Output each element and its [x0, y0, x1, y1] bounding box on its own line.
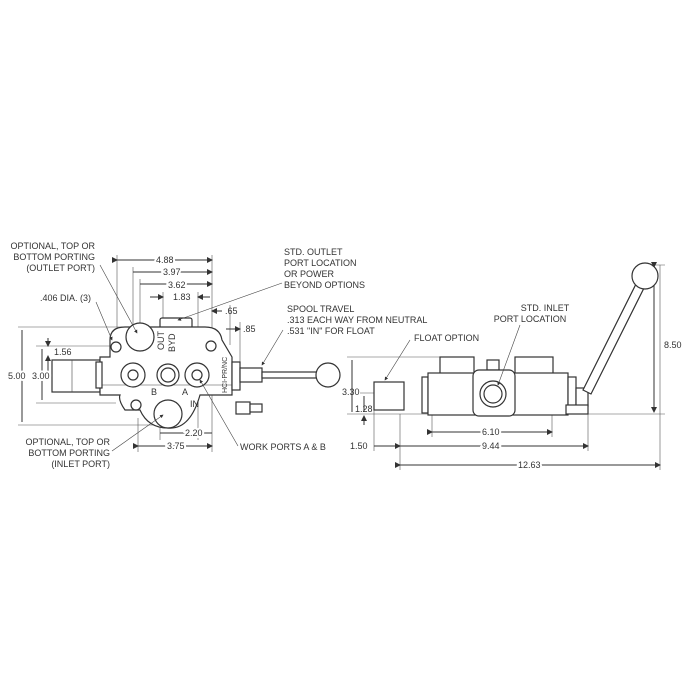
work-ports-label: WORK PORTS A & B — [240, 442, 326, 452]
port-label-out: OUT — [156, 331, 166, 351]
std-outlet-line2: PORT LOCATION — [284, 258, 357, 268]
dimension-values: 4.88 3.97 3.62 1.83 .65 .85 5.00 3.00 1.… — [6, 253, 256, 453]
front-view: OUT BYD HCI-PR/NC B A IN 4.88 3.97 3.62 … — [6, 241, 427, 469]
dim-4-88: 4.88 — [156, 255, 174, 265]
dim-0-85: .85 — [243, 324, 256, 334]
std-outlet-line1: STD. OUTLET — [284, 247, 343, 257]
dim-12-63: 12.63 — [518, 460, 541, 470]
spool-travel-line1: SPOOL TRAVEL — [287, 304, 354, 314]
port-label-in: IN — [190, 399, 199, 409]
hole-diameter-label: .406 DIA. (3) — [40, 293, 91, 303]
dim-3-75: 3.75 — [167, 441, 185, 451]
dim-3-30: 3.30 — [342, 387, 360, 397]
dim-3-97: 3.97 — [163, 267, 181, 277]
std-inlet-line2: PORT LOCATION — [494, 314, 567, 324]
port-label-a: A — [182, 387, 188, 397]
dim-5-00: 5.00 — [8, 371, 26, 381]
std-outlet-line3: OR POWER — [284, 269, 335, 279]
outlet-optional-line1: OPTIONAL, TOP OR — [10, 241, 95, 251]
dim-1-83: 1.83 — [173, 292, 191, 302]
std-inlet-line1: STD. INLET — [521, 303, 570, 313]
dim-1-50: 1.50 — [350, 441, 368, 451]
dimension-values-side: 8.50 3.30 1.28 1.50 6.10 9.44 12.63 — [342, 340, 682, 472]
dim-8-50: 8.50 — [664, 340, 682, 350]
spool-travel-line2: .313 EACH WAY FROM NEUTRAL — [287, 315, 427, 325]
port-label-byd: BYD — [167, 333, 177, 352]
extension-lines-side — [347, 264, 665, 470]
port-label-hci: HCI-PR/NC — [222, 357, 229, 393]
inlet-optional-line1: OPTIONAL, TOP OR — [25, 437, 110, 447]
float-option-label: FLOAT OPTION — [414, 333, 479, 343]
spool-travel-line3: .531 "IN" FOR FLOAT — [287, 326, 375, 336]
std-outlet-line4: BEYOND OPTIONS — [284, 280, 365, 290]
handle-side — [582, 262, 659, 395]
callouts-side: FLOAT OPTION STD. INLET PORT LOCATION — [384, 303, 570, 386]
dim-9-44: 9.44 — [482, 441, 500, 451]
dim-1-56: 1.56 — [54, 347, 72, 357]
port-label-b: B — [151, 387, 157, 397]
dim-3-00: 3.00 — [32, 371, 50, 381]
handle-front — [261, 362, 341, 388]
dimension-lines — [21, 257, 241, 449]
dim-1-28: 1.28 — [355, 404, 373, 414]
valve-body-side — [373, 356, 589, 417]
callouts-front: OPTIONAL, TOP OR BOTTOM PORTING (OUTLET … — [10, 241, 427, 469]
inlet-optional-line3: (INLET PORT) — [51, 459, 110, 469]
valve-body-front — [51, 317, 263, 429]
inlet-optional-line2: BOTTOM PORTING — [28, 448, 110, 458]
outlet-optional-line2: BOTTOM PORTING — [13, 252, 95, 262]
dim-0-65: .65 — [225, 306, 238, 316]
side-view: 8.50 3.30 1.28 1.50 6.10 9.44 12.63 FLOA… — [342, 262, 682, 472]
outlet-optional-line3: (OUTLET PORT) — [26, 263, 95, 273]
dim-3-62: 3.62 — [168, 280, 186, 290]
dim-6-10: 6.10 — [482, 427, 500, 437]
dim-2-20: 2.20 — [185, 428, 203, 438]
dimension-lines-side — [351, 262, 661, 468]
